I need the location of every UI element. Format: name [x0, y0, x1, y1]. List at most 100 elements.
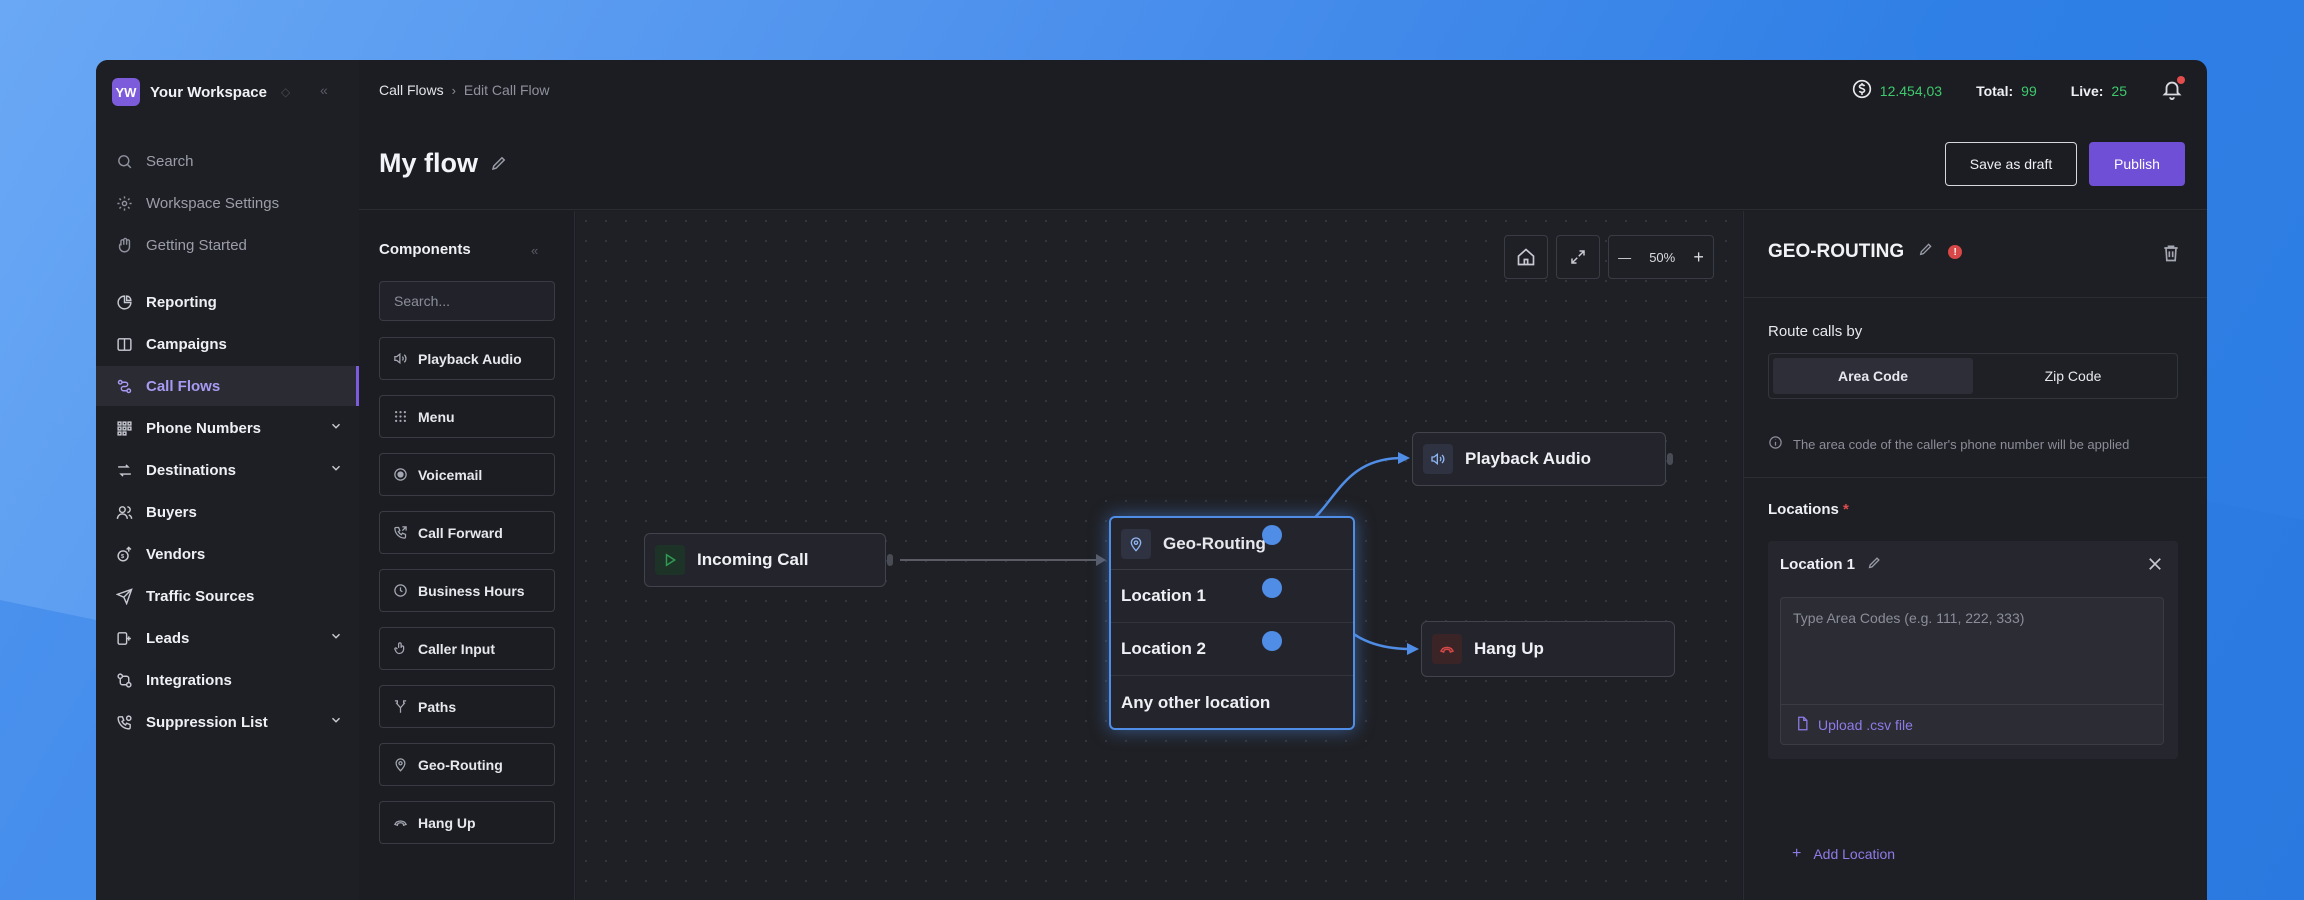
component-label: Voicemail: [418, 466, 483, 483]
sidebar-item-integrations[interactable]: Integrations: [96, 660, 359, 700]
output-port-location-1[interactable]: [1262, 525, 1282, 545]
option-area-code[interactable]: Area Code: [1773, 358, 1973, 394]
file-icon: [1795, 716, 1810, 734]
component-business-hours[interactable]: Business Hours: [379, 569, 555, 612]
workspace-caret-icon: ◇: [280, 85, 291, 99]
component-menu[interactable]: Menu: [379, 395, 555, 438]
pencil-icon[interactable]: [490, 148, 508, 179]
component-hang-up[interactable]: Hang Up: [379, 801, 555, 844]
sidebar-item-traffic-sources[interactable]: Traffic Sources: [96, 576, 359, 616]
node-hang-up[interactable]: Hang Up: [1421, 621, 1675, 677]
speaker-icon: [1423, 444, 1453, 474]
component-label: Caller Input: [418, 640, 496, 657]
breadcrumb-call-flows[interactable]: Call Flows: [379, 82, 444, 98]
vendor-icon: $: [114, 544, 134, 564]
sidebar-item-search[interactable]: Search: [96, 141, 359, 181]
output-port-location-2[interactable]: [1262, 578, 1282, 598]
geo-row-location-1[interactable]: Location 1: [1111, 570, 1353, 623]
component-label: Hang Up: [418, 814, 476, 831]
workspace-switcher[interactable]: YW Your Workspace ◇: [112, 78, 290, 106]
zoom-out-icon[interactable]: —: [1618, 249, 1632, 265]
sidebar-item-suppression-list[interactable]: Suppression List: [96, 702, 359, 742]
live-value: 25: [2111, 82, 2127, 99]
component-playback-audio[interactable]: Playback Audio: [379, 337, 555, 380]
component-caller-input[interactable]: Caller Input: [379, 627, 555, 670]
workspace-avatar: YW: [112, 78, 140, 106]
location-title: Location 1: [1780, 555, 1882, 574]
sidebar-item-leads[interactable]: Leads: [96, 618, 359, 658]
chevron-down-icon[interactable]: [329, 713, 343, 731]
pencil-icon[interactable]: [1918, 241, 1934, 263]
sidebar-item-phone-numbers[interactable]: Phone Numbers: [96, 408, 359, 448]
split-icon: [392, 699, 408, 715]
component-geo-routing[interactable]: Geo-Routing: [379, 743, 555, 786]
geo-row-location-2[interactable]: Location 2: [1111, 623, 1353, 676]
voicemail-icon: [392, 467, 408, 483]
live-stat: Live: 25: [2071, 83, 2127, 99]
chevron-down-icon[interactable]: [329, 419, 343, 437]
integrations-icon: [114, 670, 134, 690]
component-call-forward[interactable]: Call Forward: [379, 511, 555, 554]
option-zip-code[interactable]: Zip Code: [2044, 368, 2102, 384]
warning-icon: !: [1948, 245, 1963, 259]
component-paths[interactable]: Paths: [379, 685, 555, 728]
search-icon: [114, 151, 134, 171]
trash-icon[interactable]: [2161, 243, 2181, 268]
output-port-any-other[interactable]: [1262, 631, 1282, 651]
hand-input-icon: [392, 641, 408, 657]
node-geo-routing[interactable]: Geo-Routing Location 1 Location 2 Any ot…: [1109, 516, 1355, 730]
component-label: Business Hours: [418, 582, 525, 599]
sidebar-item-workspace-settings[interactable]: Workspace Settings: [96, 183, 359, 223]
sidebar-item-label: Integrations: [146, 671, 232, 689]
node-playback-audio[interactable]: Playback Audio: [1412, 432, 1666, 486]
sidebar-item-label: Vendors: [146, 545, 206, 563]
chevron-right-icon: ›: [451, 82, 456, 98]
chevron-down-icon[interactable]: [329, 629, 343, 647]
components-search-input[interactable]: Search...: [379, 281, 555, 321]
fit-view-icon[interactable]: [1556, 235, 1600, 279]
dollar-circle-icon: [1852, 79, 1872, 102]
component-label: Menu: [418, 408, 455, 425]
sidebar-collapse-icon[interactable]: «: [320, 82, 328, 98]
pencil-icon[interactable]: [1867, 555, 1882, 574]
chevron-down-icon[interactable]: [329, 461, 343, 479]
geo-row-any-other[interactable]: Any other location: [1121, 692, 1271, 712]
send-icon: [114, 586, 134, 606]
node-incoming-call[interactable]: Incoming Call: [644, 533, 886, 587]
panel-title: GEO-ROUTING !: [1768, 241, 1963, 263]
header: Call Flows › Edit Call Flow 12.454,03 To…: [359, 60, 2207, 210]
sidebar-item-campaigns[interactable]: Campaigns: [96, 324, 359, 364]
publish-button[interactable]: Publish: [2089, 142, 2185, 186]
sidebar-item-getting-started[interactable]: Getting Started: [96, 225, 359, 265]
area-codes-placeholder: Type Area Codes (e.g. 111, 222, 333): [1793, 610, 2025, 626]
home-icon[interactable]: [1504, 235, 1548, 279]
sidebar-item-call-flows[interactable]: Call Flows: [96, 366, 359, 406]
locations-label-text: Locations: [1768, 501, 1839, 518]
zoom-level: 50%: [1649, 249, 1676, 265]
node-handle[interactable]: [1667, 453, 1673, 465]
clock-icon: [392, 583, 408, 599]
phone-forward-icon: [392, 525, 408, 541]
zoom-control: — 50% +: [1608, 235, 1714, 279]
play-icon: [655, 545, 685, 575]
save-as-draft-button[interactable]: Save as draft: [1945, 142, 2077, 186]
node-label: Geo-Routing: [1163, 533, 1266, 553]
arrows-icon: [114, 460, 134, 480]
node-handle[interactable]: [887, 554, 893, 566]
zoom-in-icon[interactable]: +: [1693, 246, 1704, 267]
area-codes-input[interactable]: Type Area Codes (e.g. 111, 222, 333) Upl…: [1780, 597, 2164, 745]
edge-arrowhead: [1398, 452, 1410, 464]
sidebar-item-destinations[interactable]: Destinations: [96, 450, 359, 490]
route-by-toggle: Area Code Zip Code: [1768, 353, 2178, 399]
hangup-icon: [1432, 634, 1462, 664]
sidebar-item-vendors[interactable]: $ Vendors: [96, 534, 359, 574]
upload-label: Upload .csv file: [1818, 716, 1913, 733]
sidebar-item-buyers[interactable]: Buyers: [96, 492, 359, 532]
component-voicemail[interactable]: Voicemail: [379, 453, 555, 496]
close-icon[interactable]: [2146, 555, 2164, 578]
add-location-button[interactable]: + Add Location: [1792, 845, 1895, 863]
upload-csv-button[interactable]: Upload .csv file: [1781, 704, 2163, 744]
notification-bell-icon[interactable]: [2161, 76, 2185, 103]
collapse-components-icon[interactable]: «: [531, 243, 539, 258]
sidebar-item-reporting[interactable]: Reporting: [96, 282, 359, 322]
